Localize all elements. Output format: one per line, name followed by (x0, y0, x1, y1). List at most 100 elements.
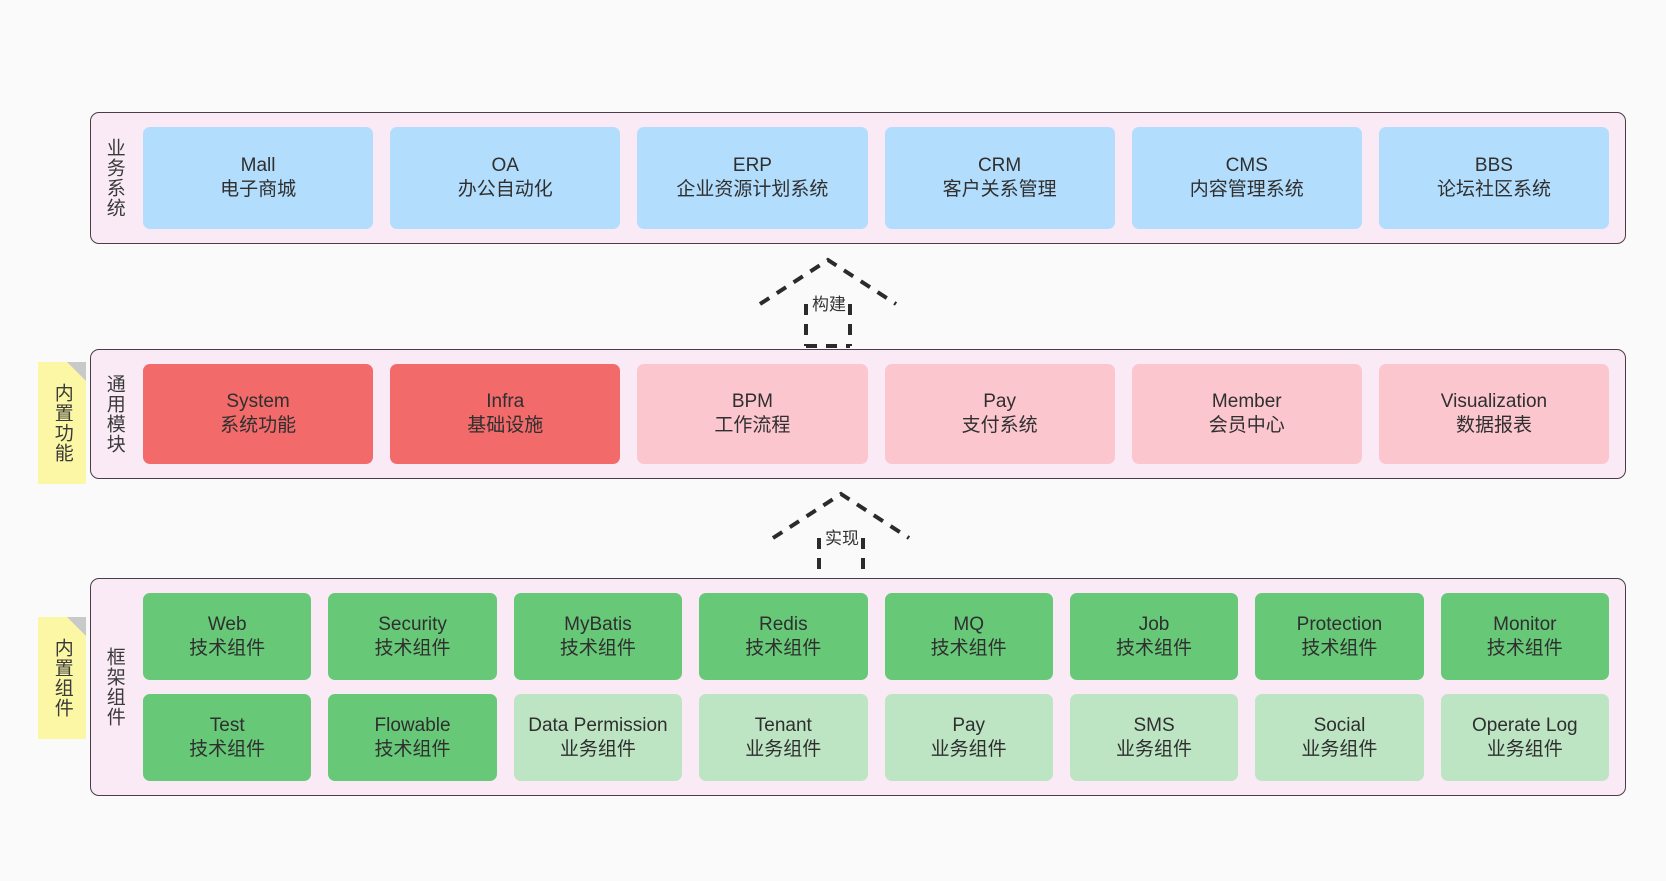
card-title: Social (1313, 714, 1366, 736)
card-subtitle: 技术组件 (1486, 637, 1563, 659)
card-title: Pay (983, 391, 1016, 413)
sticky-note-builtin-feature: 内置功能 (38, 362, 86, 484)
card-subtitle: 电子商城 (220, 179, 297, 200)
layer-title-common-module: 通用模块 (103, 374, 125, 454)
card-cms[interactable]: CMS 内容管理系统 (1131, 127, 1362, 229)
connector-label-build: 构建 (810, 290, 848, 315)
card-subtitle: 技术组件 (189, 637, 266, 659)
card-row: Web 技术组件 Security 技术组件 MyBatis 技术组件 Redi… (143, 593, 1609, 680)
card-title: BPM (731, 391, 774, 413)
card-visualization[interactable]: Visualization 数据报表 (1378, 364, 1610, 464)
card-subtitle: 内容管理系统 (1189, 179, 1304, 200)
connector-implement: 实现 (771, 491, 913, 582)
card-row: Test 技术组件 Flowable 技术组件 Data Permission … (143, 694, 1609, 781)
card-title: Protection (1296, 613, 1383, 635)
card-tenant[interactable]: Tenant 业务组件 (699, 694, 868, 781)
card-member[interactable]: Member 会员中心 (1131, 364, 1362, 464)
card-subtitle: 业务组件 (745, 738, 822, 760)
card-title: Visualization (1440, 391, 1548, 413)
card-title: OA (491, 155, 519, 177)
card-sms[interactable]: SMS 业务组件 (1069, 694, 1239, 781)
card-title: Data Permission (528, 714, 668, 736)
card-pay-component[interactable]: Pay 业务组件 (884, 694, 1053, 781)
card-social[interactable]: Social 业务组件 (1255, 694, 1424, 781)
card-subtitle: 技术组件 (930, 637, 1007, 659)
card-title: CMS (1225, 155, 1268, 177)
card-subtitle: 技术组件 (374, 738, 451, 760)
connector-build: 构建 (758, 257, 900, 348)
card-job[interactable]: Job 技术组件 (1069, 593, 1239, 680)
card-subtitle: 数据报表 (1455, 415, 1532, 436)
card-title: Tenant (754, 714, 812, 736)
card-title: MQ (953, 613, 984, 635)
card-title: System (226, 391, 290, 413)
card-title: ERP (732, 155, 772, 177)
card-subtitle: 业务组件 (1301, 738, 1378, 760)
card-subtitle: 支付系统 (961, 415, 1038, 436)
card-infra[interactable]: Infra 基础设施 (390, 364, 621, 464)
card-erp[interactable]: ERP 企业资源计划系统 (637, 127, 868, 229)
card-title: Infra (486, 391, 525, 413)
card-title: Operate Log (1471, 714, 1578, 736)
card-mybatis[interactable]: MyBatis 技术组件 (513, 593, 683, 680)
card-mall[interactable]: Mall 电子商城 (143, 127, 374, 229)
card-system[interactable]: System 系统功能 (143, 364, 374, 464)
layer-title-framework-component: 框架组件 (103, 647, 125, 727)
note-fold-corner-icon (67, 617, 86, 636)
card-title: Redis (759, 613, 808, 635)
connector-label-implement: 实现 (823, 524, 861, 549)
card-flowable[interactable]: Flowable 技术组件 (328, 694, 497, 781)
card-pay-module[interactable]: Pay 支付系统 (884, 364, 1115, 464)
card-title: CRM (977, 155, 1022, 177)
card-web[interactable]: Web 技术组件 (143, 593, 312, 680)
card-row: Mall 电子商城 OA 办公自动化 ERP 企业资源计划系统 CRM 客户关系… (143, 127, 1610, 229)
card-protection[interactable]: Protection 技术组件 (1255, 593, 1424, 680)
card-subtitle: 业务组件 (1116, 738, 1193, 760)
card-subtitle: 业务组件 (559, 738, 636, 760)
arrow-head-implement (771, 491, 911, 540)
card-subtitle: 客户关系管理 (942, 179, 1057, 200)
card-title: BBS (1474, 155, 1513, 177)
card-subtitle: 系统功能 (220, 415, 297, 436)
card-monitor[interactable]: Monitor 技术组件 (1440, 593, 1609, 680)
card-bpm[interactable]: BPM 工作流程 (637, 364, 868, 464)
layer-framework-component: 框架组件 Web 技术组件 Security 技术组件 MyBatis 技术组件… (90, 578, 1626, 796)
card-title: Flowable (374, 714, 451, 736)
note-fold-corner-icon (67, 362, 86, 381)
card-mq[interactable]: MQ 技术组件 (884, 593, 1053, 680)
card-bbs[interactable]: BBS 论坛社区系统 (1378, 127, 1610, 229)
card-title: MyBatis (564, 613, 632, 635)
card-title: Job (1138, 613, 1170, 635)
layer-body-business-system: Mall 电子商城 OA 办公自动化 ERP 企业资源计划系统 CRM 客户关系… (137, 113, 1625, 243)
card-title: Mall (240, 155, 276, 177)
layer-body-common-module: System 系统功能 Infra 基础设施 BPM 工作流程 Pay 支付系统… (137, 350, 1625, 478)
card-subtitle: 技术组件 (374, 637, 451, 659)
card-subtitle: 基础设施 (467, 415, 544, 436)
card-subtitle: 技术组件 (1116, 637, 1193, 659)
card-security[interactable]: Security 技术组件 (328, 593, 497, 680)
card-subtitle: 业务组件 (1486, 738, 1563, 760)
sticky-note-label: 内置功能 (51, 383, 73, 463)
layer-title-business-system: 业务系统 (103, 138, 125, 218)
card-operate-log[interactable]: Operate Log 业务组件 (1440, 694, 1609, 781)
sticky-note-label: 内置组件 (51, 638, 73, 718)
card-data-permission[interactable]: Data Permission 业务组件 (513, 694, 683, 781)
card-title: Security (378, 613, 447, 635)
card-crm[interactable]: CRM 客户关系管理 (884, 127, 1115, 229)
card-title: Monitor (1493, 613, 1557, 635)
card-subtitle: 技术组件 (559, 637, 636, 659)
card-subtitle: 办公自动化 (457, 179, 553, 200)
arrow-head-build (758, 257, 898, 306)
card-row: System 系统功能 Infra 基础设施 BPM 工作流程 Pay 支付系统… (143, 364, 1610, 464)
card-test[interactable]: Test 技术组件 (143, 694, 312, 781)
card-redis[interactable]: Redis 技术组件 (699, 593, 868, 680)
sticky-note-builtin-component: 内置组件 (38, 617, 86, 739)
card-subtitle: 技术组件 (745, 637, 822, 659)
card-oa[interactable]: OA 办公自动化 (390, 127, 621, 229)
card-subtitle: 业务组件 (930, 738, 1007, 760)
card-subtitle: 工作流程 (714, 415, 791, 436)
card-title: Member (1211, 391, 1282, 413)
layer-common-module: 通用模块 System 系统功能 Infra 基础设施 BPM 工作流程 Pay… (90, 349, 1626, 479)
card-subtitle: 论坛社区系统 (1436, 179, 1551, 200)
